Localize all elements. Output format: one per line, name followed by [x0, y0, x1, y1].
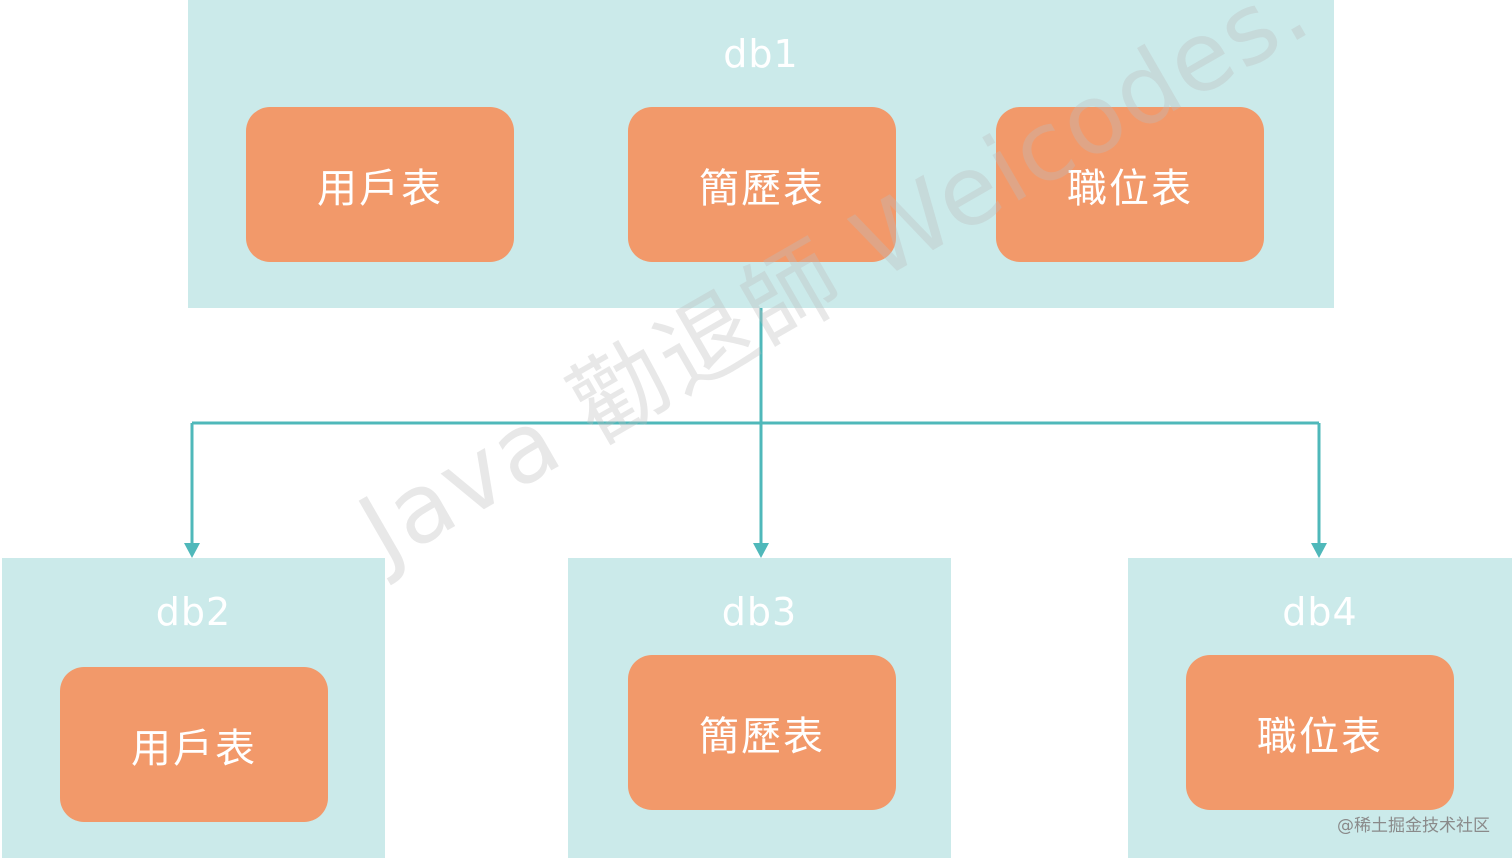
db3-box: db3 簡歷表 — [568, 558, 951, 858]
db4-job-table: 職位表 — [1186, 655, 1454, 810]
arrowhead-db4 — [1311, 543, 1327, 558]
db1-user-table: 用戶表 — [246, 107, 514, 262]
db2-user-table: 用戶表 — [60, 667, 328, 822]
arrowhead-db3 — [753, 543, 769, 558]
source-credit: @稀土掘金技术社区 — [1337, 816, 1490, 836]
db3-resume-table: 簡歷表 — [628, 655, 896, 810]
db1-resume-table: 簡歷表 — [628, 107, 896, 262]
db4-box: db4 職位表 — [1128, 558, 1512, 858]
db1-box: db1 用戶表 簡歷表 職位表 — [188, 0, 1334, 308]
db2-label: db2 — [155, 590, 232, 634]
db2-box: db2 用戶表 — [2, 558, 385, 858]
db4-label: db4 — [1282, 590, 1358, 634]
db1-label: db1 — [723, 32, 799, 76]
db3-label: db3 — [721, 590, 798, 634]
arrowhead-db2 — [184, 543, 200, 558]
db1-job-table: 職位表 — [996, 107, 1264, 262]
